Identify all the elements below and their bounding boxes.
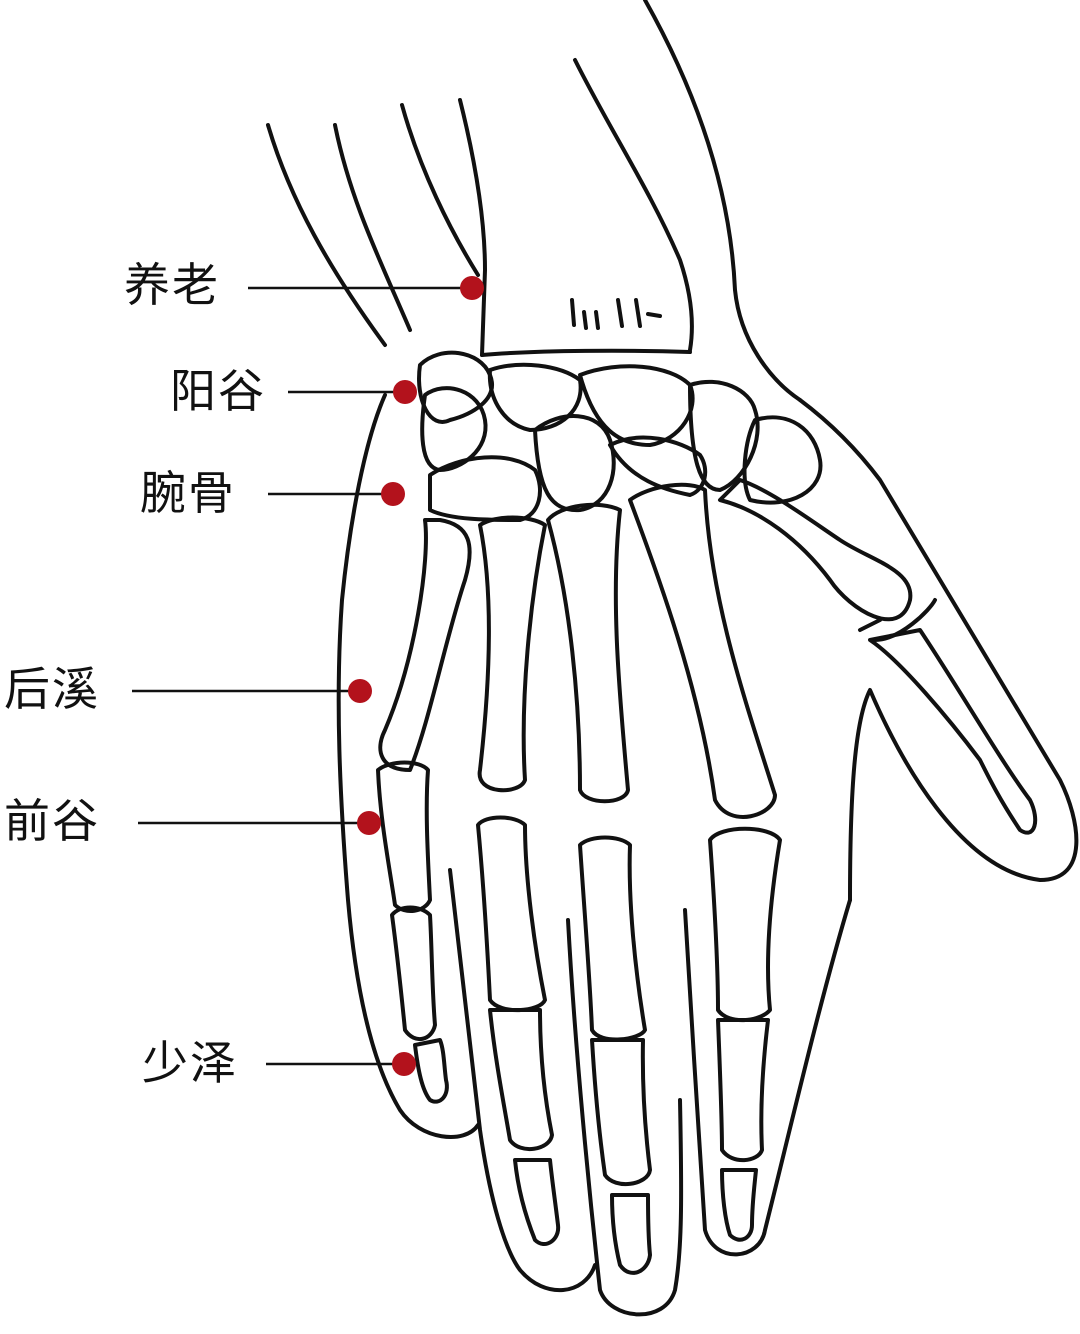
label-houxi: 后溪 — [4, 662, 100, 716]
label-yanggu: 阳谷 — [170, 364, 266, 418]
label-wangu: 腕骨 — [140, 466, 236, 520]
acupoint-dot-qiangu — [357, 811, 381, 835]
metacarpals-and-phalanges — [376, 478, 1038, 1275]
acupoint-dot-yanglao — [460, 276, 484, 300]
label-shaoze: 少泽 — [142, 1036, 238, 1090]
label-qiangu: 前谷 — [4, 794, 100, 848]
acupoint-dot-wangu — [381, 482, 405, 506]
label-yanglao: 养老 — [124, 258, 220, 312]
forearm-outline — [266, 0, 802, 402]
acupoint-dot-shaoze — [392, 1052, 416, 1076]
carpal-bones — [417, 350, 823, 522]
hand-outline — [336, 393, 1079, 1317]
acupoint-dot-houxi — [348, 679, 372, 703]
acupoint-dot-yanggu — [393, 380, 417, 404]
